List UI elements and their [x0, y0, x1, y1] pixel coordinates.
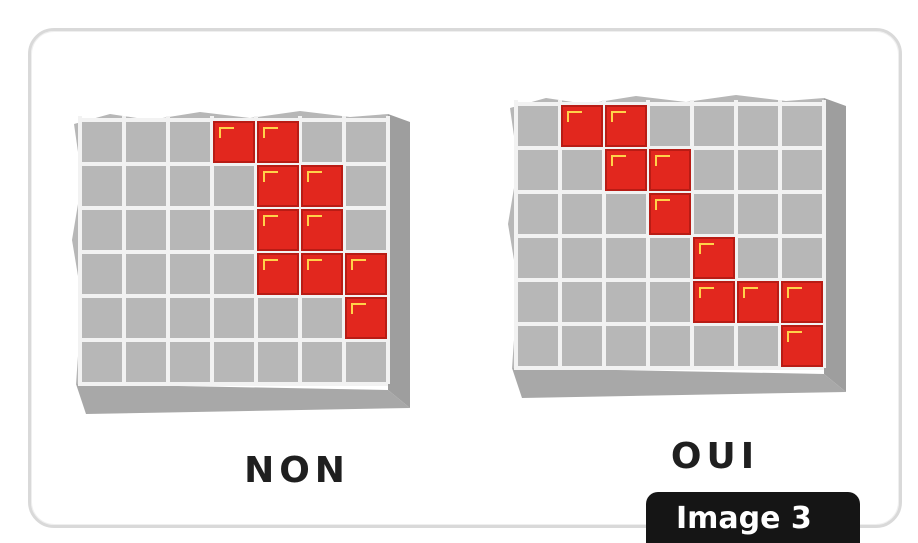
board-bottom: [76, 384, 410, 414]
board-side: [388, 114, 410, 408]
board-side: [824, 98, 846, 392]
grid-panel-non: [64, 104, 424, 424]
grid-illustration-oui: [500, 88, 860, 408]
caption-oui: OUI: [660, 436, 770, 477]
grid-panel-oui: [500, 88, 860, 408]
grid-illustration-non: [64, 104, 424, 424]
image-number-badge: Image 3: [646, 492, 860, 543]
board-bottom: [512, 368, 846, 398]
caption-non: NON: [232, 450, 362, 491]
